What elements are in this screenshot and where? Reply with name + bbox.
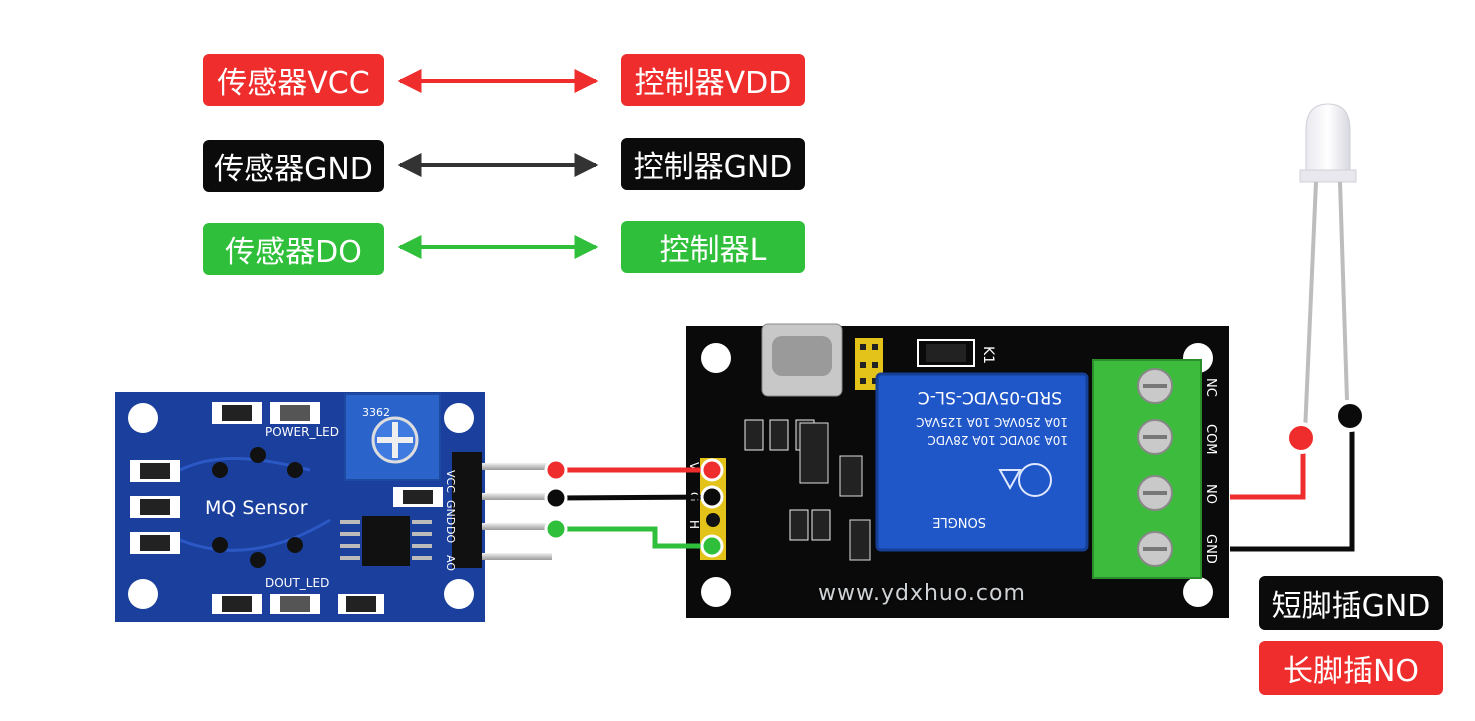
jumper-wires	[544, 458, 724, 558]
terminal-no: NO	[1203, 484, 1218, 504]
terminal-com: COM	[1203, 424, 1218, 455]
watermark: www.ydxhuo.com	[818, 581, 1026, 606]
relay-pin-h: H	[687, 520, 701, 529]
led-short-leg-label: 短脚插GND	[1259, 576, 1443, 630]
pot-label: 3362	[362, 406, 390, 419]
led-long-leg-label: 长脚插NO	[1259, 641, 1443, 695]
sensor-pin-gnd: GND	[444, 500, 457, 525]
dout-led-label: DOUT_LED	[265, 576, 329, 590]
terminal-nc: NC	[1203, 378, 1218, 397]
sensor-do-label: 传感器DO	[203, 223, 384, 275]
sensor-name: MQ Sensor	[205, 497, 308, 519]
relay-pin-v: V	[687, 462, 701, 471]
controller-l-label: 控制器L	[621, 221, 805, 273]
led	[1299, 103, 1357, 433]
sensor-vcc-label: 传感器VCC	[203, 54, 384, 106]
sensor-pin-ao: AO	[444, 555, 457, 571]
relay-board: K1 V G H SRD-05VDC-SL-C 10A 250VAC 10A 1…	[686, 323, 1229, 618]
led-wires	[1230, 400, 1366, 552]
controller-gnd-label: 控制器GND	[621, 138, 805, 190]
mq-sensor-board: 3362 MQ Sensor POWER_LED DOUT_LED VCC GN…	[115, 392, 552, 622]
sensor-pin-do: DO	[444, 526, 457, 543]
controller-vdd-label: 控制器VDD	[621, 54, 805, 106]
relay-rating-2: 10A 30VDC 10A 28VDC	[927, 433, 1068, 447]
relay-brand: SONGLE	[932, 514, 986, 529]
terminal-gnd: GND	[1203, 534, 1218, 564]
k1-label: K1	[980, 346, 996, 364]
relay-model: SRD-05VDC-SL-C	[918, 387, 1062, 407]
sensor-gnd-label: 传感器GND	[203, 140, 384, 192]
relay-rating-1: 10A 250VAC 10A 125VAC	[916, 415, 1068, 429]
sensor-pin-vcc: VCC	[444, 470, 457, 493]
power-led-label: POWER_LED	[265, 425, 339, 439]
